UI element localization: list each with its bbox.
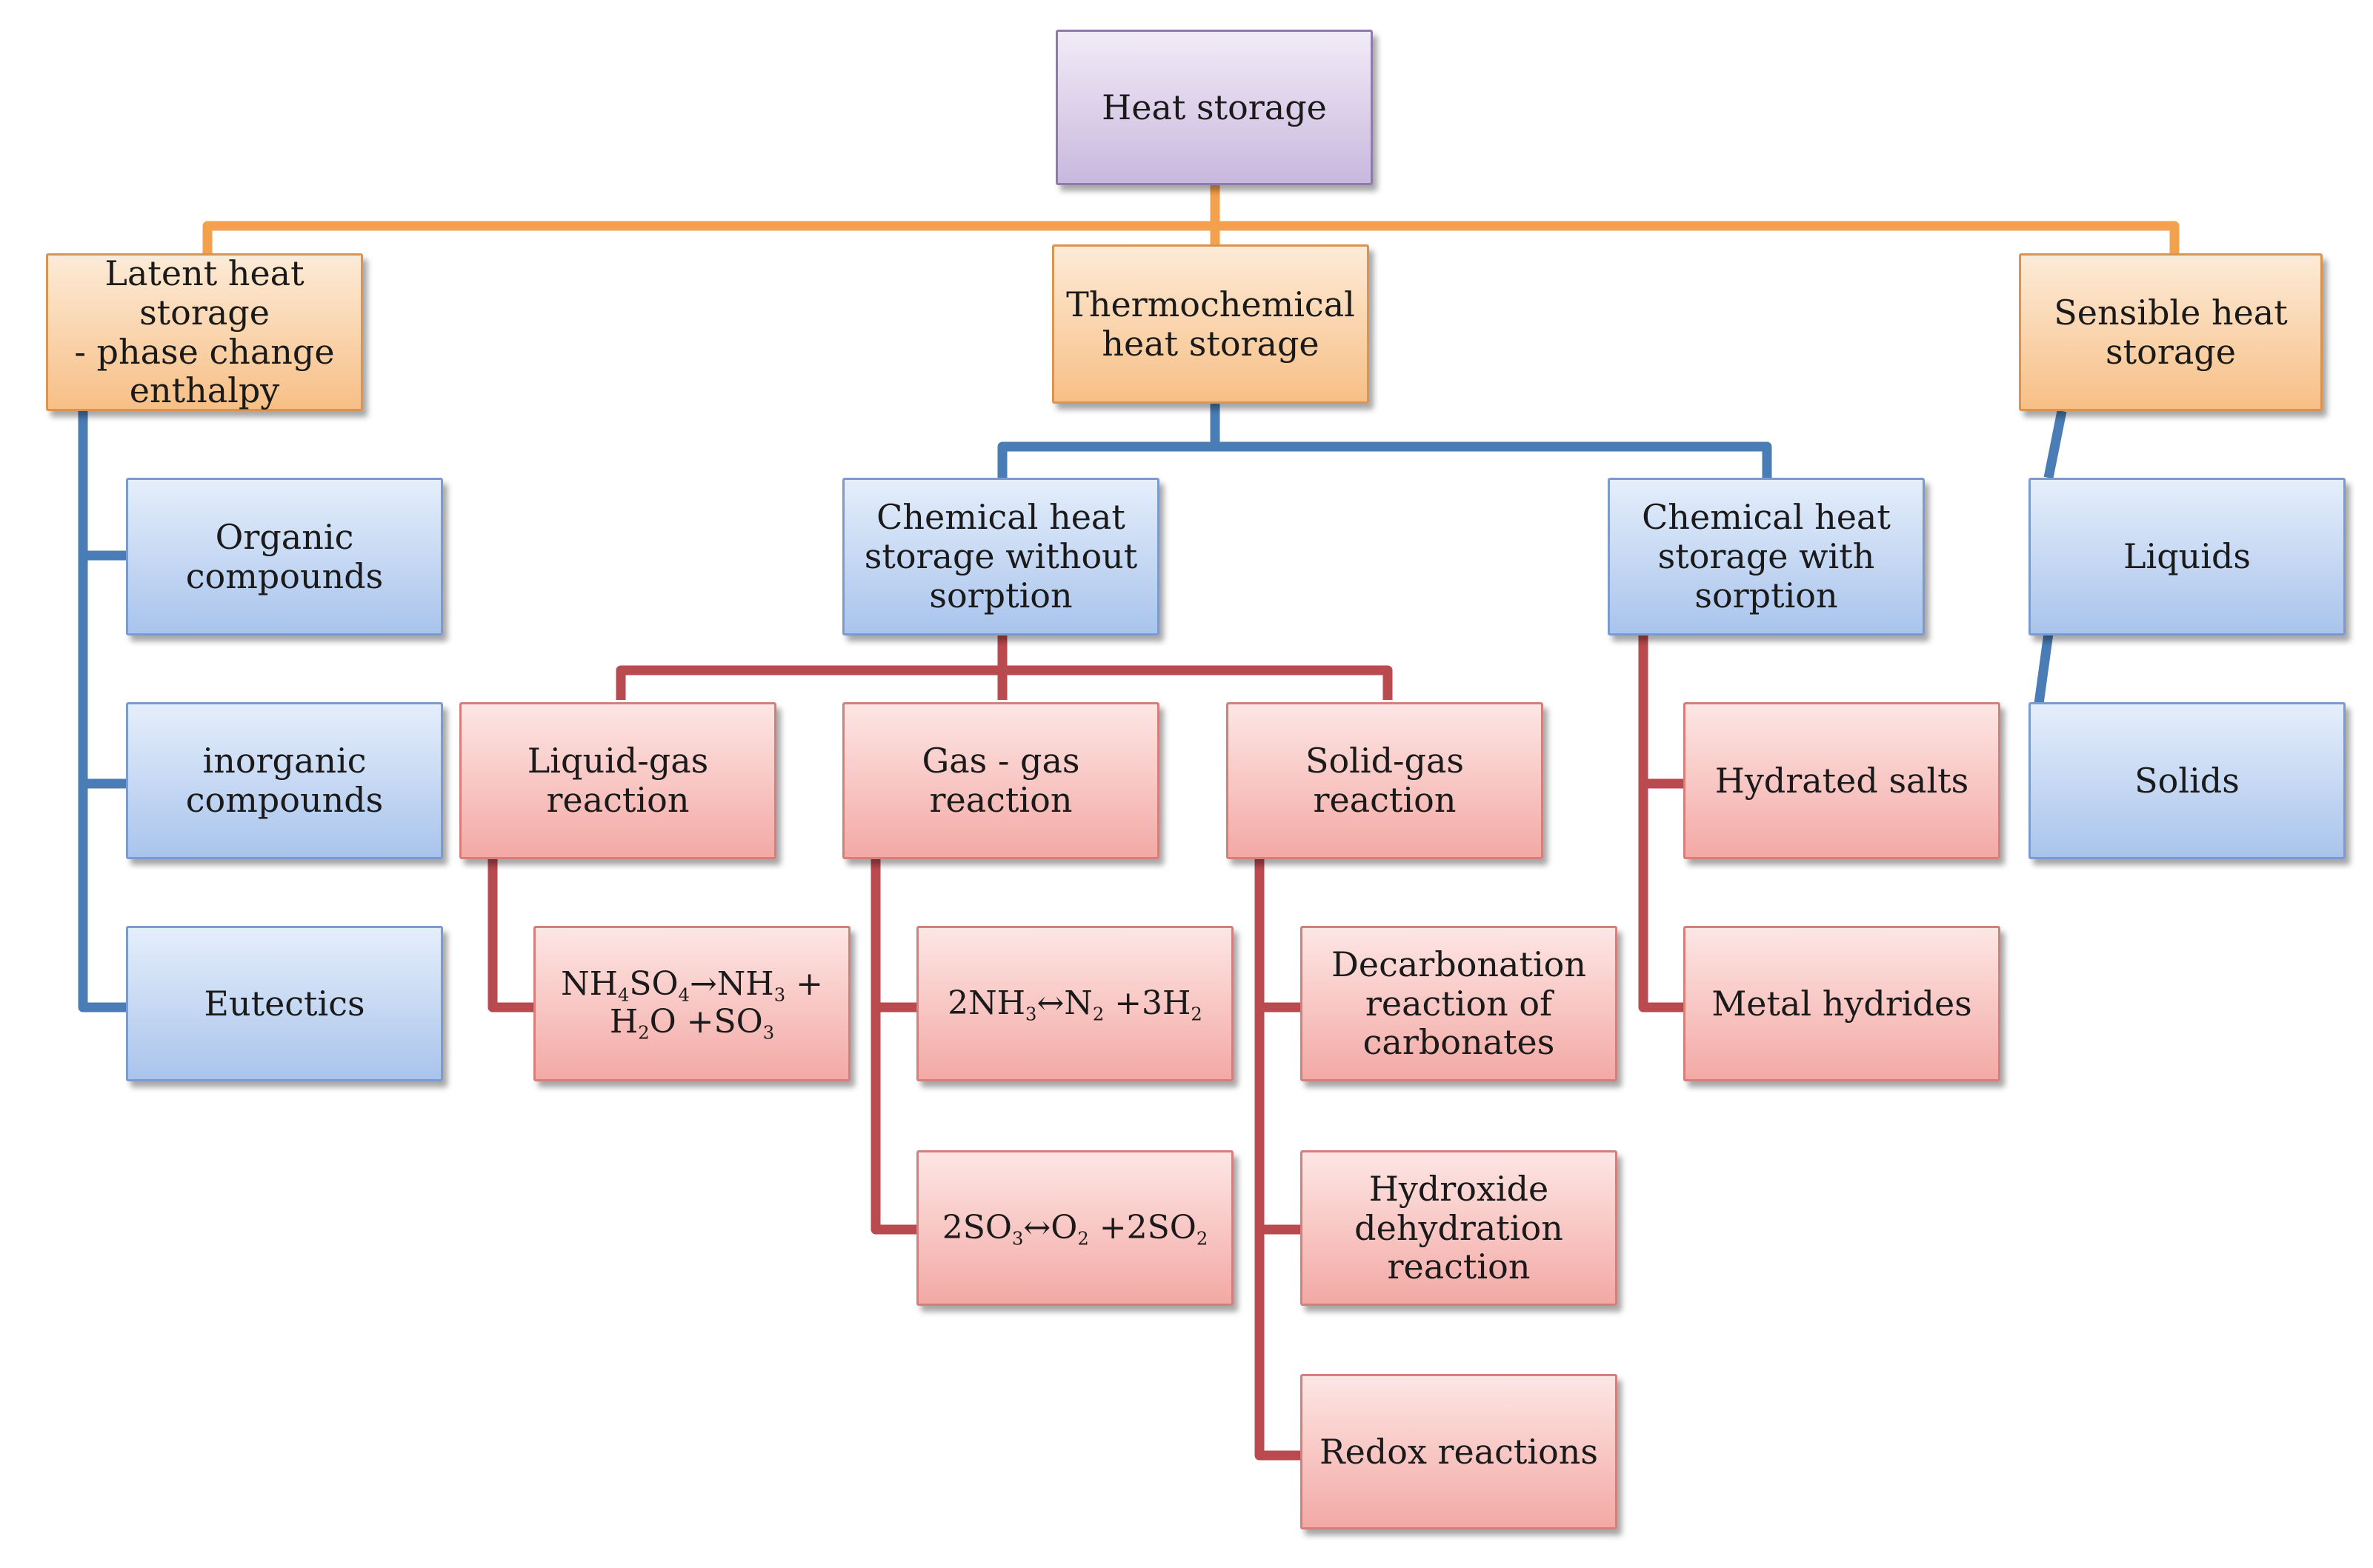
node-solids: Solids <box>2028 702 2346 859</box>
formula-nh3: 2NH3↔N2 +3H2 <box>948 984 1202 1025</box>
formula-subscript: 2 <box>1092 1004 1105 1025</box>
formula-subscript: 3 <box>1025 1004 1037 1025</box>
node-organic-compounds-label: Organic compounds <box>185 516 384 596</box>
node-nh4so4-reaction: NH4SO4→NH3 + H2O +SO3 <box>533 926 851 1081</box>
formula-text: NH <box>561 965 618 1004</box>
node-solids-label: Solids <box>2134 760 2240 801</box>
node-liquid-gas-reaction-label: Liquid-gas reaction <box>527 741 709 820</box>
node-liquids-label: Liquids <box>2123 536 2251 577</box>
formula-text: 2NH <box>948 984 1026 1022</box>
formula-subscript: 2 <box>1191 1004 1202 1025</box>
node-eutectics-label: Eutectics <box>204 983 365 1024</box>
formula-subscript: 3 <box>1012 1228 1024 1250</box>
formula-text: O +SO <box>649 1003 763 1041</box>
formula-nh4so4-line1: NH4SO4→NH3 + <box>561 966 823 1004</box>
node-redox-reactions: Redox reactions <box>1300 1374 1617 1529</box>
node-thermochemical-heat-storage-label: Thermochemical heat storage <box>1066 284 1355 364</box>
node-latent-heat-storage-label: Latent heat storage - phase change entha… <box>74 253 335 411</box>
node-redox-reactions-label: Redox reactions <box>1319 1431 1599 1472</box>
node-decarbonation: Decarbonation reaction of carbonates <box>1300 926 1617 1081</box>
formula-subscript: 2 <box>1196 1228 1208 1250</box>
node-thermochemical-heat-storage: Thermochemical heat storage <box>1052 244 1369 404</box>
node-chemical-without-sorption: Chemical heat storage without sorption <box>842 478 1159 635</box>
formula-subscript: 3 <box>773 984 786 1006</box>
formula-text: SO <box>629 965 679 1004</box>
node-gas-gas-reaction-label: Gas - gas reaction <box>922 741 1080 820</box>
node-liquid-gas-reaction: Liquid-gas reaction <box>459 702 776 859</box>
connector-liquid-gas-children <box>487 859 535 1012</box>
formula-so3: 2SO3↔O2 +2SO2 <box>942 1208 1208 1250</box>
formula-text: + <box>785 965 823 1004</box>
connector-sensible-children <box>2034 410 2067 704</box>
formula-nh4so4-line2: H2O +SO3 <box>609 1003 775 1044</box>
node-chemical-with-sorption: Chemical heat storage with sorption <box>1608 478 1925 635</box>
node-hydroxide-dehydration-label: Hydroxide dehydration reaction <box>1354 1168 1563 1287</box>
connector-solid-gas-children <box>1254 859 1304 1461</box>
connector-latent-children <box>78 411 127 1012</box>
node-metal-hydrides-label: Metal hydrides <box>1711 983 1972 1024</box>
node-nh3-reaction: 2NH3↔N2 +3H2 <box>916 926 1234 1081</box>
node-chemical-with-sorption-label: Chemical heat storage with sorption <box>1642 497 1891 615</box>
formula-text: 2SO <box>942 1208 1013 1247</box>
formula-text: ↔O <box>1023 1208 1078 1247</box>
node-inorganic-compounds: inorganic compounds <box>126 702 443 859</box>
formula-text: H <box>609 1003 639 1041</box>
node-liquids: Liquids <box>2028 478 2346 635</box>
connector-without-sorption-children <box>616 635 1393 700</box>
node-metal-hydrides: Metal hydrides <box>1683 926 2000 1081</box>
formula-subscript: 4 <box>678 984 690 1006</box>
formula-text: +3H <box>1104 984 1191 1022</box>
node-decarbonation-label: Decarbonation reaction of carbonates <box>1331 944 1586 1063</box>
formula-text: ↔N <box>1036 984 1093 1022</box>
node-sensible-heat-storage: Sensible heat storage <box>2019 253 2323 411</box>
connector-root-bus <box>202 185 2180 259</box>
connector-thermochemical-children <box>997 404 1772 478</box>
node-latent-heat-storage: Latent heat storage - phase change entha… <box>46 253 363 411</box>
node-so3-reaction: 2SO3↔O2 +2SO2 <box>916 1150 1234 1306</box>
node-inorganic-compounds-label: inorganic compounds <box>185 741 384 820</box>
node-sensible-heat-storage-label: Sensible heat storage <box>2054 292 2288 372</box>
formula-text: +2SO <box>1088 1208 1197 1247</box>
node-gas-gas-reaction: Gas - gas reaction <box>842 702 1159 859</box>
node-solid-gas-reaction: Solid-gas reaction <box>1226 702 1543 859</box>
formula-subscript: 2 <box>1077 1228 1089 1250</box>
formula-subscript: 4 <box>617 984 630 1006</box>
node-hydroxide-dehydration: Hydroxide dehydration reaction <box>1300 1150 1617 1306</box>
node-solid-gas-reaction-label: Solid-gas reaction <box>1305 741 1465 820</box>
node-organic-compounds: Organic compounds <box>126 478 443 635</box>
formula-subscript: 2 <box>638 1022 650 1044</box>
formula-text: →NH <box>689 965 774 1004</box>
node-chemical-without-sorption-label: Chemical heat storage without sorption <box>864 497 1138 615</box>
node-eutectics: Eutectics <box>126 926 443 1081</box>
connector-with-sorption-children <box>1638 635 1685 1012</box>
node-heat-storage: Heat storage <box>1056 30 1373 185</box>
node-hydrated-salts-label: Hydrated salts <box>1714 760 1969 801</box>
connector-gas-gas-children <box>871 859 920 1235</box>
formula-subscript: 3 <box>762 1022 775 1044</box>
node-hydrated-salts: Hydrated salts <box>1683 702 2000 859</box>
node-heat-storage-label: Heat storage <box>1102 87 1327 127</box>
